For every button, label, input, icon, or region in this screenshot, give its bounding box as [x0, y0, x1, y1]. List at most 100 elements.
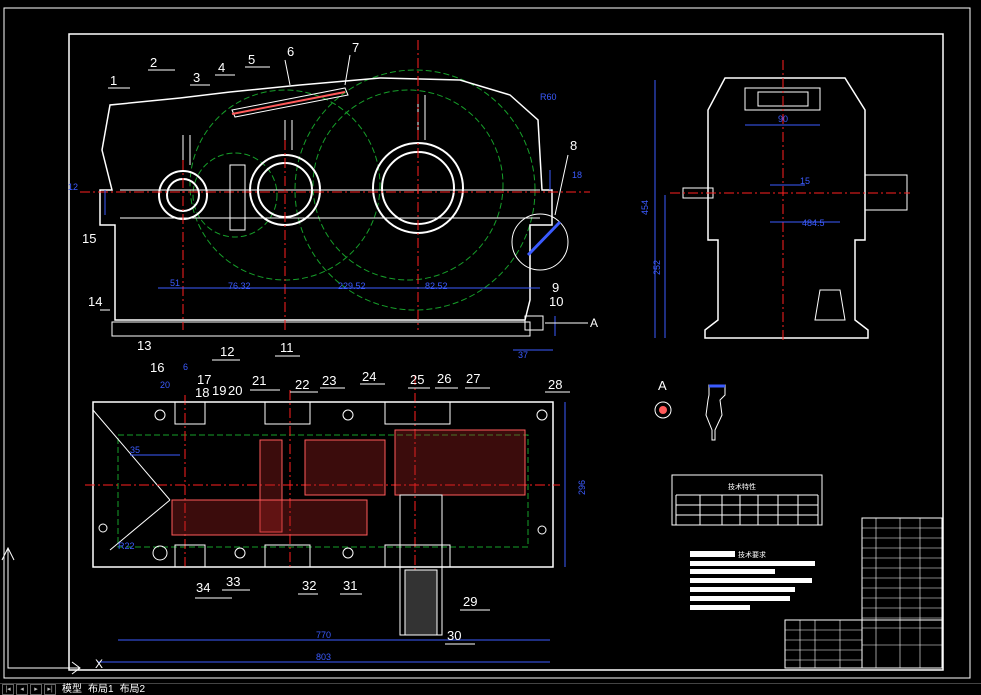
top-diagonal — [92, 409, 171, 551]
req-line-3 — [690, 569, 775, 574]
front-view: 51 76.32 229.52 82.52 37 R60 12 18 A — [68, 40, 598, 360]
leader-29: 29 — [463, 594, 477, 609]
tab-nav-prev-icon[interactable]: ◂ — [16, 684, 28, 695]
layout-tab-bar: |◂ ◂ ▸ ▸| 模型 布局1 布局2 — [0, 683, 981, 695]
dim-51: 51 — [170, 278, 180, 288]
leader-12: 12 — [220, 344, 234, 359]
leader-2: 2 — [150, 55, 157, 70]
leader-15: 15 — [82, 231, 96, 246]
req-line-7 — [690, 605, 750, 610]
top-dims — [98, 402, 566, 663]
tab-layout2[interactable]: 布局2 — [119, 684, 146, 695]
drain-plug — [524, 315, 544, 331]
side-view: 454 252 15 484.5 90 — [640, 60, 910, 340]
leader-21: 21 — [252, 373, 266, 388]
bom-title-block — [784, 517, 943, 669]
leader-31: 31 — [343, 578, 357, 593]
dim-37: 37 — [518, 350, 528, 360]
tab-nav-next-icon[interactable]: ▸ — [30, 684, 42, 695]
gear-block-4 — [171, 499, 368, 536]
dim-18: 18 — [572, 170, 582, 180]
leader-labels-top: 16 17 18 19 20 21 22 23 24 25 26 27 28 2… — [150, 360, 570, 645]
leader-32: 32 — [302, 578, 316, 593]
tech-table-title: 技术特性 — [728, 482, 756, 491]
bom-grid — [862, 518, 942, 668]
dim-803: 803 — [316, 652, 331, 662]
leader-33: 33 — [226, 574, 240, 589]
bearing-bot-3 — [384, 544, 451, 568]
tech-table-frame — [671, 474, 823, 526]
inner-frame — [68, 33, 944, 671]
leader-30: 30 — [447, 628, 461, 643]
leader-8: 8 — [570, 138, 577, 153]
detail-a-nut-in — [659, 406, 667, 414]
leader-3: 3 — [193, 70, 200, 85]
leader-18: 18 — [195, 385, 209, 400]
front-dim-lines — [104, 170, 556, 351]
tab-layout1[interactable]: 布局1 — [88, 684, 114, 695]
svg-text:X: X — [95, 657, 103, 671]
req-line-2 — [690, 561, 815, 566]
bearing-bot-2 — [264, 544, 311, 568]
leader-10: 10 — [549, 294, 563, 309]
leader-23: 23 — [322, 373, 336, 388]
tab-model[interactable]: 模型 — [62, 684, 82, 695]
dim-484-5: 484.5 — [802, 218, 825, 228]
inspection-hatch — [231, 91, 346, 115]
leader-27: 27 — [466, 371, 480, 386]
gear-block-1 — [259, 439, 283, 533]
dim-6: 6 — [183, 362, 188, 372]
dim-r60: R60 — [540, 92, 557, 102]
tech-table-grid — [675, 494, 819, 526]
ucs-icon: X — [1, 546, 103, 675]
leader-16: 16 — [150, 360, 164, 375]
shaft-out-fill — [404, 569, 438, 636]
leader-34: 34 — [196, 580, 210, 595]
tab-nav-last-icon[interactable]: ▸| — [44, 684, 56, 695]
leader-lines-front — [100, 54, 569, 361]
leader-labels-front: 1 2 3 4 5 6 7 8 9 10 11 12 13 14 15 — [82, 40, 577, 361]
dim-76-32: 76.32 — [228, 281, 251, 291]
dim-252: 252 — [652, 260, 662, 275]
inspection-cover — [231, 87, 349, 118]
gear-block-3 — [394, 429, 526, 496]
bolt-top-1 — [154, 409, 166, 421]
dim-20: 20 — [160, 380, 170, 390]
oil-gauge — [511, 213, 569, 271]
title-block-grid — [785, 620, 942, 668]
casing-outline — [99, 77, 553, 321]
top-view: 770 803 296 35 6 20 R22 — [85, 362, 587, 663]
center-lines — [80, 40, 590, 330]
bolt-bot-3 — [342, 547, 354, 559]
bearing-top-1 — [174, 401, 206, 425]
leader-6: 6 — [287, 44, 294, 59]
dim-770: 770 — [316, 630, 331, 640]
bolt-top-2 — [342, 409, 354, 421]
detail-a: A — [654, 378, 726, 441]
leader-22: 22 — [295, 377, 309, 392]
dim-296: 296 — [577, 480, 587, 495]
gear-block-2 — [304, 439, 386, 496]
leader-24: 24 — [362, 369, 376, 384]
bearing-bot-1 — [174, 544, 206, 568]
leader-11: 11 — [280, 340, 294, 355]
dim-454: 454 — [640, 200, 650, 215]
title-block-frame — [784, 619, 943, 669]
side-outline — [704, 77, 869, 339]
leader-4: 4 — [218, 60, 225, 75]
gear-circle-1 — [192, 152, 278, 238]
bolt-mid-1 — [98, 523, 108, 533]
bolt-bot-4 — [537, 525, 547, 535]
leader-14: 14 — [88, 294, 102, 309]
tech-characteristics-table: 技术特性 — [671, 474, 823, 526]
leader-20: 20 — [228, 383, 242, 398]
leader-9: 9 — [552, 280, 559, 295]
outer-frame — [3, 7, 971, 679]
tab-nav-first-icon[interactable]: |◂ — [2, 684, 14, 695]
section-arrow-a: A — [590, 316, 598, 330]
req-line-6 — [690, 596, 790, 601]
leader-26: 26 — [437, 371, 451, 386]
dim-15: 15 — [800, 176, 810, 186]
leader-1: 1 — [110, 73, 117, 88]
